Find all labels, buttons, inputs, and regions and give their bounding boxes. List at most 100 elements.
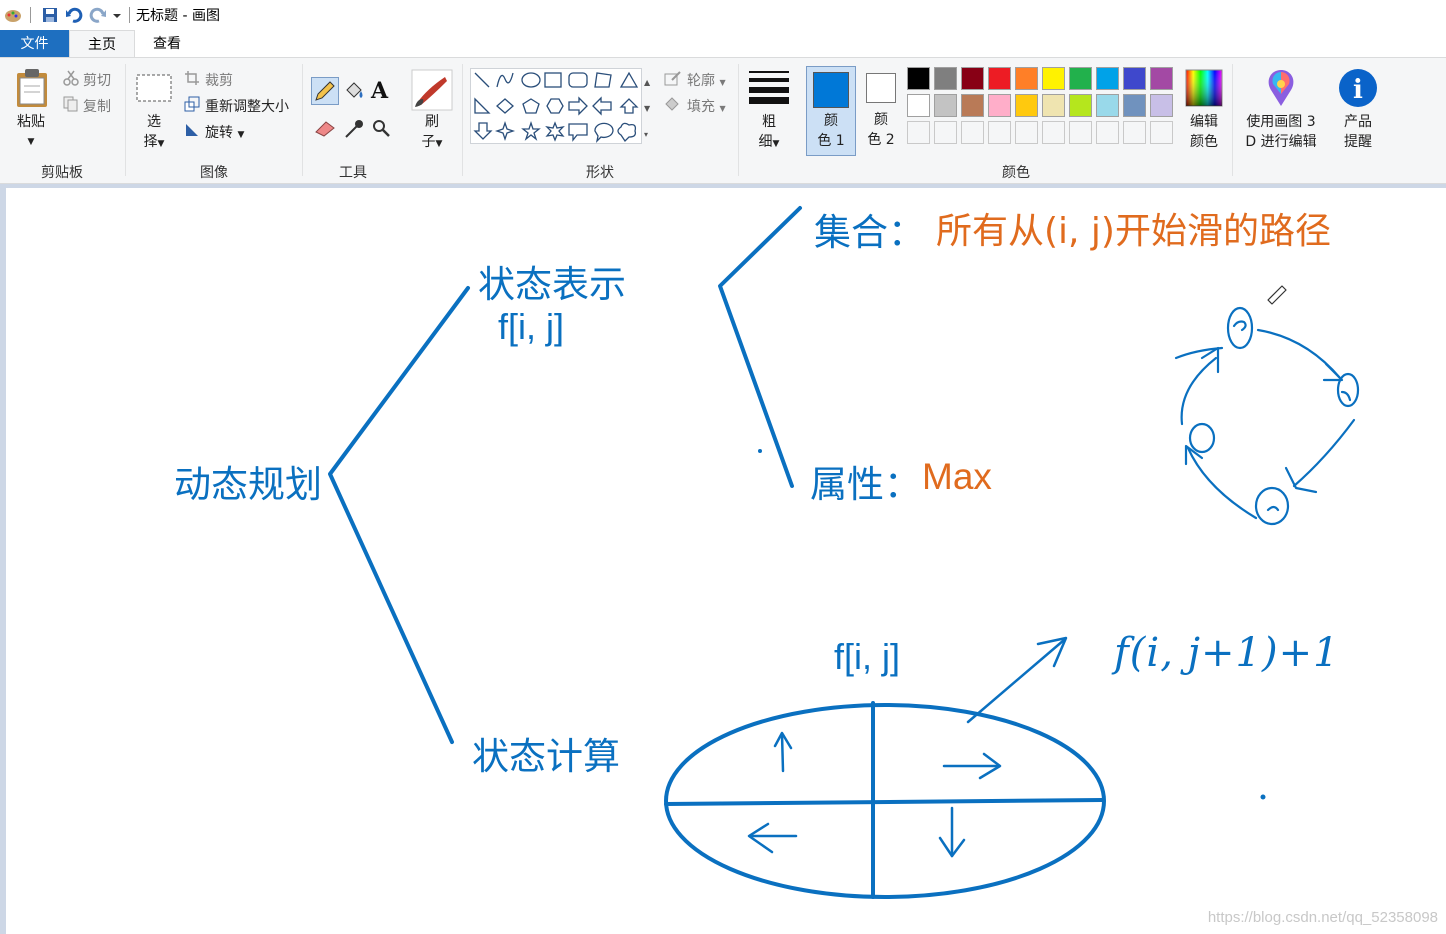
palette-swatch[interactable] <box>1069 67 1092 90</box>
paste-button[interactable]: 粘贴 ▼ <box>8 112 54 152</box>
ribbon-tabs: 文件 主页 查看 <box>0 30 1446 58</box>
select-button[interactable]: 选 择▼ <box>136 112 172 154</box>
edit-colors-icon[interactable] <box>1185 69 1223 111</box>
palette-swatch-custom[interactable] <box>1123 121 1146 144</box>
palette-swatch[interactable] <box>934 67 957 90</box>
palette-swatch-custom[interactable] <box>1015 121 1038 144</box>
brushes-dropdown-icon[interactable]: ▼ <box>435 139 443 149</box>
palette-swatch[interactable] <box>1150 67 1173 90</box>
paint-app-icon[interactable] <box>2 4 24 26</box>
palette-swatch-custom[interactable] <box>961 121 984 144</box>
palette-swatch[interactable] <box>961 67 984 90</box>
undo-icon[interactable] <box>63 4 85 26</box>
palette-swatch[interactable] <box>1042 94 1065 117</box>
paint3d-button[interactable]: 使用画图 3 D 进行编辑 <box>1240 112 1322 152</box>
outline-button[interactable]: 轮廓 ▼ <box>687 70 726 90</box>
resize-icon <box>184 96 200 116</box>
color2-button[interactable]: 颜 色 2 <box>858 66 904 156</box>
tab-file[interactable]: 文件 <box>0 30 69 58</box>
root-node-text: 动态规划 <box>174 463 322 506</box>
palette-swatch[interactable] <box>988 94 1011 117</box>
shapes-scroll-controls[interactable]: ▲▼▾ <box>644 78 651 139</box>
crop-button[interactable]: 裁剪 <box>205 73 233 89</box>
palette-swatch-custom[interactable] <box>988 121 1011 144</box>
workspace: 动态规划 状态表示 f[i, j] 集合： 所有从(i, j)开始滑的路径 属性… <box>0 184 1446 934</box>
tab-home[interactable]: 主页 <box>69 30 135 58</box>
palette-swatch[interactable] <box>934 94 957 117</box>
handwritten-formula: f(i, j+1)+1 <box>1114 630 1340 676</box>
palette-swatch[interactable] <box>907 94 930 117</box>
copy-button[interactable]: 复制 <box>83 99 111 115</box>
stray-dot <box>758 449 762 453</box>
palette-swatch[interactable] <box>1123 94 1146 117</box>
color1-button[interactable]: 颜 色 1 <box>806 66 856 156</box>
select-dropdown-icon[interactable]: ▼ <box>157 139 165 149</box>
arrow-right-icon <box>942 752 1002 780</box>
cut-button[interactable]: 剪切 <box>83 73 111 89</box>
palette-swatch[interactable] <box>1150 94 1173 117</box>
palette-swatch[interactable] <box>1069 94 1092 117</box>
color2-label-1: 颜 <box>874 112 888 128</box>
branch-lines-state-repr <box>718 206 802 488</box>
group-separator <box>1232 64 1233 176</box>
shape-star4-icon <box>494 120 516 142</box>
paint3d-icon[interactable] <box>1261 68 1301 112</box>
product-alert-button[interactable]: 产品 提醒 <box>1336 112 1380 152</box>
palette-swatch[interactable] <box>961 94 984 117</box>
drawing-canvas[interactable]: 动态规划 状态表示 f[i, j] 集合： 所有从(i, j)开始滑的路径 属性… <box>6 188 1446 934</box>
info-icon[interactable]: i <box>1338 68 1378 112</box>
state-repr-text: 状态表示 <box>478 263 626 306</box>
customize-quick-access-icon[interactable] <box>111 4 123 26</box>
redo-icon[interactable] <box>87 4 109 26</box>
fill-bucket-icon[interactable] <box>343 80 365 106</box>
palette-swatch-custom[interactable] <box>907 121 930 144</box>
resize-button[interactable]: 重新调整大小 <box>205 99 289 115</box>
paste-dropdown-icon[interactable]: ▼ <box>27 137 35 147</box>
magnifier-icon[interactable] <box>371 118 391 142</box>
group-label-shapes: 形状 <box>586 165 614 181</box>
outline-icon <box>664 70 682 90</box>
size-dropdown-icon[interactable]: ▼ <box>772 139 780 149</box>
cycle-sketch-icon <box>1174 306 1360 526</box>
rotate-button[interactable]: 旋转 ▼ <box>205 122 244 142</box>
palette-swatch[interactable] <box>1015 94 1038 117</box>
copy-icon <box>63 96 79 116</box>
palette-swatch-custom[interactable] <box>1096 121 1119 144</box>
shapes-gallery[interactable] <box>470 68 642 144</box>
fill-dropdown-icon[interactable]: ▼ <box>719 104 726 113</box>
shape-pentagon-icon <box>522 98 540 114</box>
palette-swatch-custom[interactable] <box>1069 121 1092 144</box>
brushes-button[interactable]: 刷 子▼ <box>412 112 452 154</box>
color-picker-icon[interactable] <box>343 118 365 144</box>
paste-icon[interactable] <box>14 68 50 112</box>
select-icon[interactable] <box>136 74 172 106</box>
edit-colors-button[interactable]: 编辑 颜色 <box>1182 112 1226 152</box>
titlebar-separator <box>30 7 31 23</box>
palette-swatch-custom[interactable] <box>1150 121 1173 144</box>
palette-swatch[interactable] <box>988 67 1011 90</box>
palette-swatch[interactable] <box>1123 67 1146 90</box>
size-button[interactable]: 粗 细▼ <box>750 112 788 154</box>
palette-swatch-custom[interactable] <box>1042 121 1065 144</box>
palette-swatch-custom[interactable] <box>934 121 957 144</box>
fill-button[interactable]: 填充 ▼ <box>687 96 726 116</box>
text-tool-icon[interactable]: A <box>371 78 389 104</box>
outline-label: 轮廓 <box>687 73 715 89</box>
palette-swatch[interactable] <box>907 67 930 90</box>
size-icon[interactable] <box>748 70 790 108</box>
palette-swatch[interactable] <box>1096 94 1119 117</box>
palette-swatch[interactable] <box>1015 67 1038 90</box>
pencil-tool[interactable] <box>311 77 339 105</box>
shape-line-icon <box>474 72 490 88</box>
rotate-dropdown-icon[interactable]: ▼ <box>237 130 245 140</box>
palette-swatch[interactable] <box>1042 67 1065 90</box>
palette-swatch[interactable] <box>1096 67 1119 90</box>
outline-dropdown-icon[interactable]: ▼ <box>719 78 726 87</box>
tab-view[interactable]: 查看 <box>153 36 181 52</box>
brushes-icon[interactable] <box>411 69 453 115</box>
shape-star5-icon <box>521 120 541 141</box>
eraser-icon[interactable] <box>314 118 336 142</box>
save-icon[interactable] <box>39 4 61 26</box>
titlebar-separator <box>129 7 130 23</box>
watermark: https://blog.csdn.net/qq_52358098 <box>1207 909 1438 926</box>
